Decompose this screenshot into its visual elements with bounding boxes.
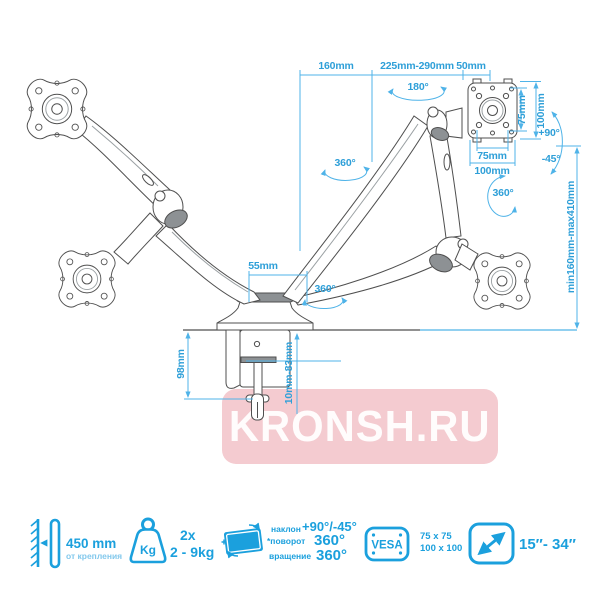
desk-clamp — [225, 329, 291, 421]
dim-top-mid-label: 225mm-290mm — [380, 60, 454, 72]
motion-value-swivel: 360° — [314, 532, 346, 549]
weight-count: 2x — [180, 527, 196, 543]
dim-top-right-label: 50mm — [456, 60, 486, 72]
wall-distance-value: 450 mm — [66, 536, 117, 551]
vesa-vertical-100-label: 100mm — [535, 93, 547, 129]
vesa-vertical-75-label: 75mm — [516, 95, 528, 125]
vesa-size-75: 75 x 75 — [420, 531, 452, 542]
vesa-horizontal-100-label: 100mm — [474, 165, 510, 177]
vesa-plate-bottom-left — [58, 250, 116, 308]
angle-arm-swivel-label: 180° — [407, 81, 429, 93]
angle-arm-rotate-label: 360° — [334, 157, 356, 169]
vesa-plate-front — [467, 78, 518, 143]
watermark-badge: KRONSH.RU — [222, 389, 498, 464]
motion-label-swivel: *поворот — [267, 536, 306, 546]
motion-value-rotate: 360° — [316, 547, 348, 564]
vesa-plate-top-left — [26, 78, 88, 140]
angle-tilt-up-label: +90° — [538, 127, 560, 139]
motion-label-rotate: вращение — [269, 551, 312, 561]
vesa-horizontal-75-label: 75mm — [477, 150, 507, 162]
vesa-plate-bottom-right — [473, 252, 531, 310]
weight-icon: Kg — [129, 517, 167, 564]
vesa-badge-label: VESA — [371, 540, 402, 552]
wall-distance-icon — [30, 518, 61, 569]
weight-range: 2 - 9kg — [170, 544, 215, 560]
angle-tilt-down-label: -45° — [541, 153, 561, 165]
screen-size-icon — [468, 522, 515, 565]
dim-clamp-range-label: 10mm-83mm — [283, 341, 295, 405]
dimension-lines — [184, 70, 581, 414]
right-arm — [282, 106, 479, 306]
angle-head-rotate-label: 360° — [492, 187, 514, 199]
dim-pole-below-label: 98mm — [175, 349, 187, 379]
wall-distance-caption: от крепления — [66, 551, 123, 561]
weight-icon-label: Kg — [140, 543, 156, 557]
dim-base-neck-label: 55mm — [248, 260, 278, 272]
vesa-size-100: 100 x 100 — [420, 543, 463, 554]
vesa-badge-icon: VESA — [364, 526, 410, 562]
monitor-rotation-icon — [221, 522, 263, 559]
watermark-text: KRONSH.RU — [229, 401, 491, 451]
angle-base-rotate-label: 360° — [314, 283, 336, 295]
dim-top-left-label: 160mm — [318, 60, 354, 72]
clamp-screw-handle — [245, 393, 270, 421]
dim-height-range-label: min160mm-max410mm — [565, 180, 577, 294]
motion-label-tilt: наклон — [271, 524, 301, 534]
screen-size-value: 15″- 34″ — [519, 536, 576, 553]
motion-value-tilt: +90°/-45° — [302, 519, 357, 534]
left-arm — [75, 115, 261, 305]
